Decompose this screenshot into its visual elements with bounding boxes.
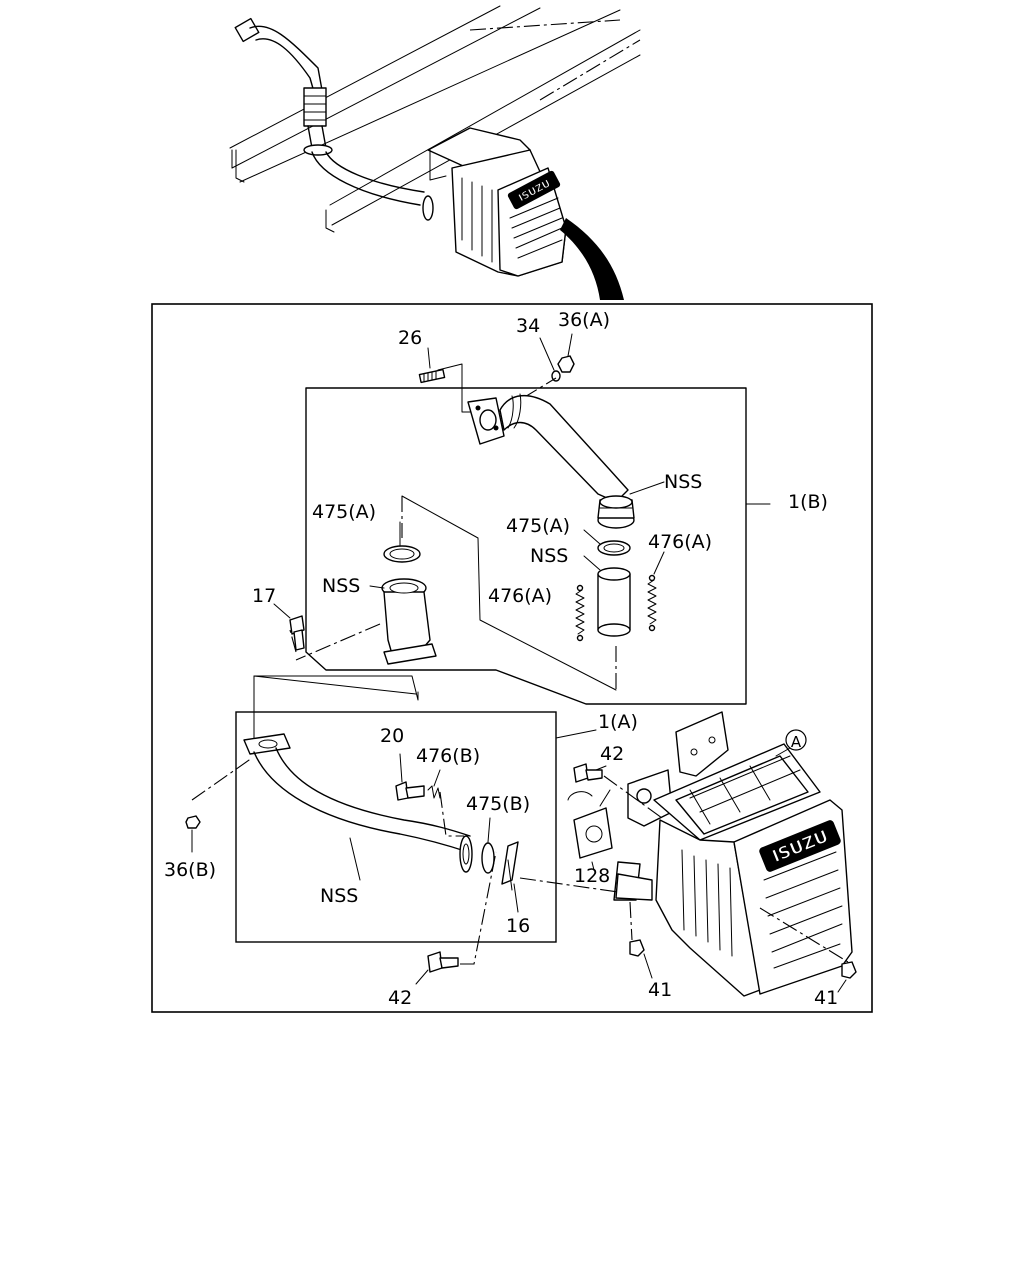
gasket-475b	[481, 817, 495, 874]
subassembly-1a-outline	[235, 711, 557, 943]
dash-bolt20	[439, 791, 464, 837]
muffler-bracket	[675, 711, 729, 777]
guide-line-mid	[253, 675, 419, 701]
callout-1b: 1(B)	[788, 491, 828, 513]
callout-circle-a-text: A	[791, 733, 802, 751]
bolt-20	[395, 753, 425, 801]
dash-bolt17	[289, 629, 297, 653]
callout-labels: 26 34 36(A) NSS 1(B) 475(A) 475(A) NSS 4…	[164, 309, 838, 1009]
gasket-475a-right	[583, 529, 631, 556]
nut-41-left	[629, 939, 653, 979]
callout-475a-left: 475(A)	[312, 501, 376, 523]
callout-128: 128	[574, 865, 610, 887]
upper-exhaust-pipe	[467, 393, 665, 529]
callout-42-bottom: 42	[388, 987, 412, 1009]
callout-26: 26	[398, 327, 422, 349]
nut-36a	[557, 333, 575, 373]
leader-42-top	[599, 789, 611, 807]
callout-476b: 476(B)	[416, 745, 480, 767]
guide-line-upper	[401, 495, 617, 691]
lower-exhaust-pipe	[243, 733, 473, 881]
callout-17: 17	[252, 585, 276, 607]
subassembly-1b-outline	[305, 387, 747, 705]
callout-nss-lower-pipe: NSS	[320, 885, 358, 907]
overview-illustration: ISUZU	[229, 5, 641, 300]
callout-34: 34	[516, 315, 540, 337]
callout-476a-left: 476(A)	[488, 585, 552, 607]
callout-41-right: 41	[814, 987, 838, 1009]
callout-36b: 36(B)	[164, 859, 216, 881]
chassis-frame	[229, 5, 641, 233]
spring-476a-right	[647, 551, 665, 632]
callout-nss-ring: NSS	[530, 545, 568, 567]
washer-34	[539, 337, 561, 382]
clamp-16	[501, 841, 519, 913]
muffler-assembly: ISUZU	[613, 711, 853, 997]
dash-nut36b	[191, 757, 253, 801]
dash-clamp-inlet	[519, 877, 619, 893]
spring-476a-left	[575, 584, 585, 642]
callout-42-top: 42	[600, 743, 624, 765]
guide-line-mid2	[253, 675, 417, 741]
callout-41-left: 41	[648, 979, 672, 1001]
left-elbow-pipe	[369, 578, 437, 665]
bellows-joint	[583, 555, 631, 637]
callout-1a: 1(A)	[598, 711, 638, 733]
bolt-17	[273, 603, 305, 651]
callout-475b: 475(B)	[466, 793, 530, 815]
nut-36b	[185, 815, 201, 853]
overview-pipe	[234, 17, 434, 221]
gasket-475a-left	[383, 521, 421, 563]
callout-circle-a: A	[785, 729, 807, 751]
detail-frame	[151, 303, 873, 1013]
gasket-128	[567, 791, 613, 871]
callout-476a-right: 476(A)	[648, 531, 712, 553]
leader-1a	[555, 729, 597, 739]
dash-bolt42-bottom	[460, 851, 497, 965]
spring-476b	[427, 769, 441, 799]
zoom-arrow	[560, 218, 624, 300]
callout-nss-upper-pipe: NSS	[664, 471, 702, 493]
callout-nss-left-elbow: NSS	[322, 575, 360, 597]
dash-elbow-bolt	[295, 623, 381, 661]
bolt-42-bottom	[415, 951, 459, 985]
dash-nut41-right	[759, 907, 849, 963]
callout-16: 16	[506, 915, 530, 937]
callout-20: 20	[380, 725, 404, 747]
stud-26	[418, 347, 475, 413]
dash-inlet-nut	[629, 901, 633, 941]
callout-36a: 36(A)	[558, 309, 610, 331]
callout-475a-right: 475(A)	[506, 515, 570, 537]
nut-41-right	[837, 961, 857, 993]
overview-muffler: ISUZU	[427, 127, 567, 277]
dash-bolt42-top	[603, 775, 663, 819]
bolt-42-top	[573, 763, 607, 783]
